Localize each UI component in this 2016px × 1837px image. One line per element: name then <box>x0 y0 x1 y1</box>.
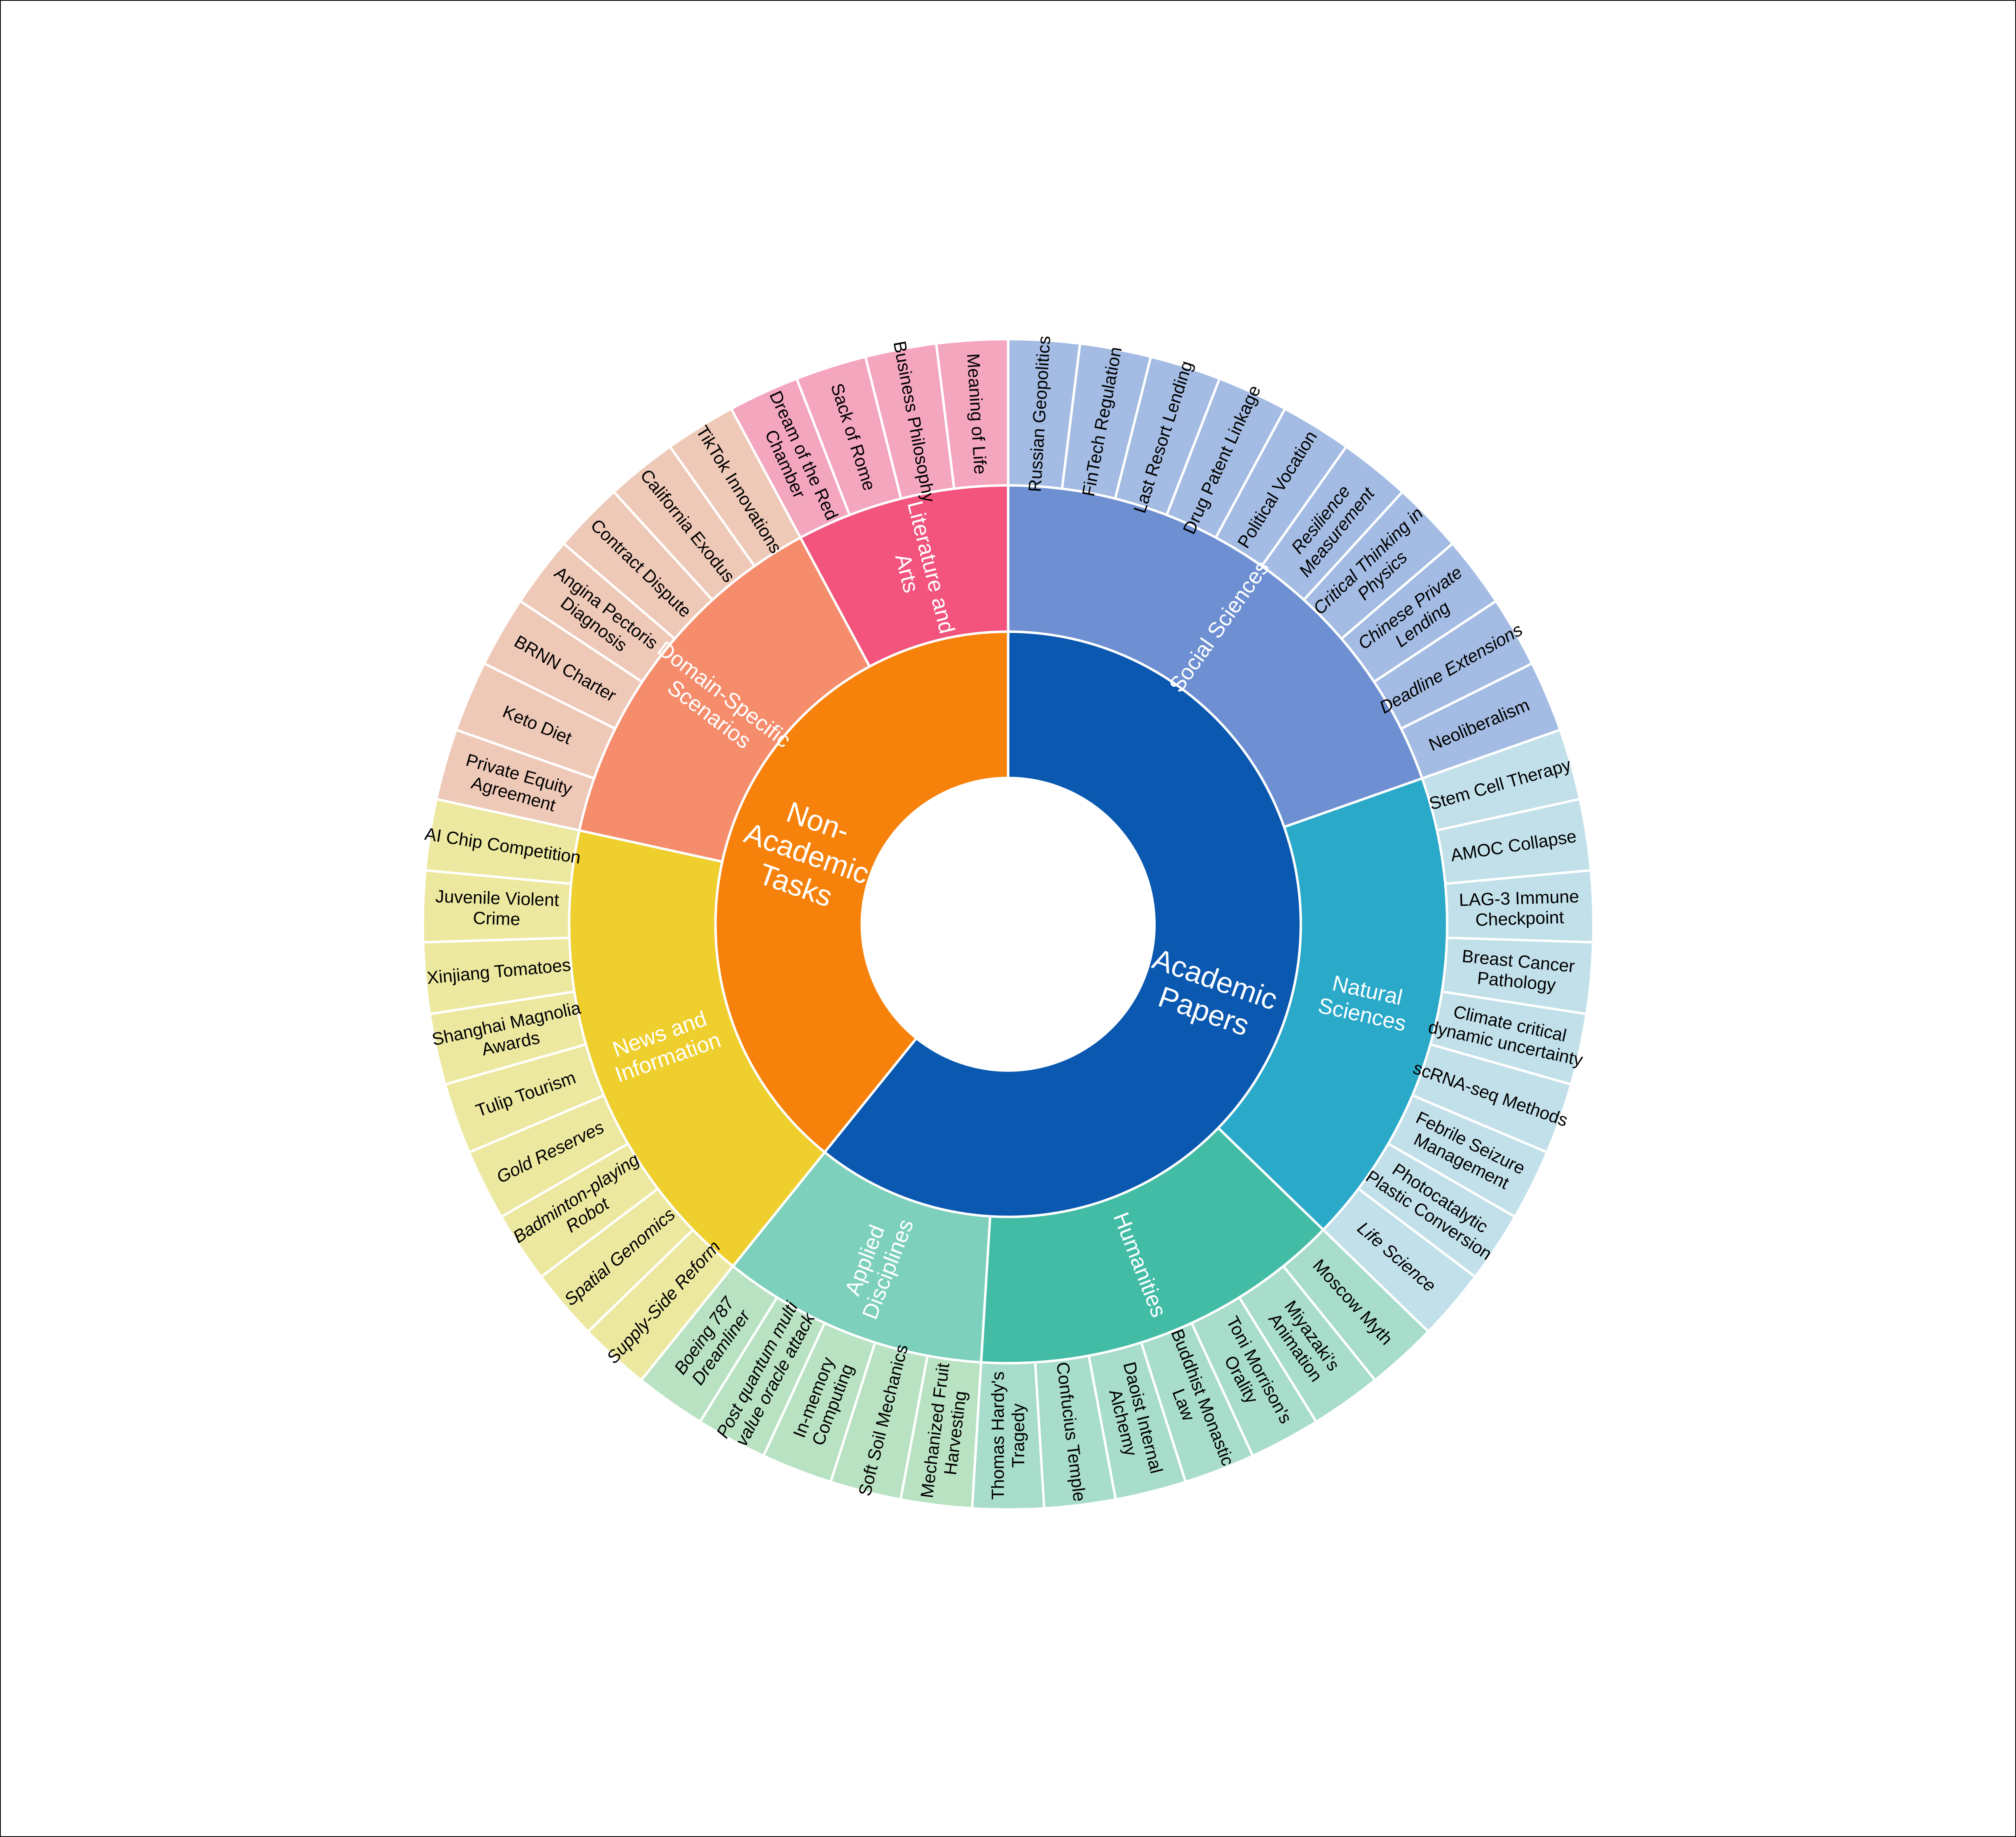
segment-academic-papers <box>823 630 1302 1218</box>
label-lag-3-immune-checkpoint: LAG-3 ImmuneCheckpoint <box>1459 886 1580 930</box>
segment-non-academic-tasks <box>714 630 1010 1154</box>
label-non-academic-tasks: Non-AcademicTasks <box>729 784 885 922</box>
label-juvenile-violent-crime: Juvenile ViolentCrime <box>435 886 560 930</box>
label-thomas-hardy-s-tragedy: Thomas Hardy'sTragedy <box>988 1371 1029 1500</box>
segment-thomas-hardy-s-tragedy <box>971 1361 1045 1511</box>
